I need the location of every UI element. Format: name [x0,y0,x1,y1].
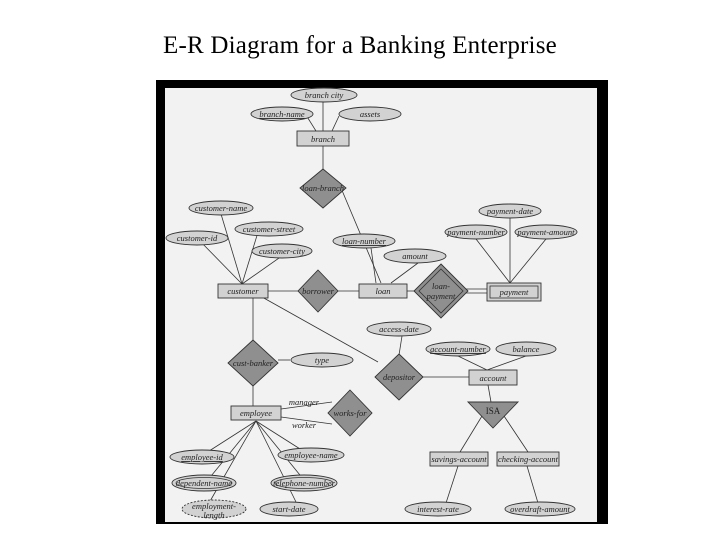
attr-employee-name: employee-name [277,447,345,463]
svg-text:ISA: ISA [486,406,501,416]
svg-text:overdraft-amount: overdraft-amount [510,504,570,514]
attr-payment-date: payment-date [478,203,542,219]
diagram-paper [165,88,597,522]
attr-overdraft-amount: overdraft-amount [504,501,576,517]
entity-branch: branch [296,130,350,147]
rel-loan-branch: loan-branch [299,168,347,209]
attr-customer-street: customer-street [234,221,304,237]
svg-text:payment-number: payment-number [446,227,505,237]
slide-title: E-R Diagram for a Banking Enterprise [163,32,557,59]
er-diagram: branch city branch-name assets branch lo… [165,87,597,522]
rel-cust-banker: cust-banker [227,339,279,387]
attr-amount: amount [383,248,447,264]
svg-text:customer-street: customer-street [243,224,296,234]
entity-customer: customer [217,283,269,299]
svg-text:checking-account: checking-account [498,454,559,464]
attr-branch-name: branch-name [250,106,314,122]
svg-text:employee: employee [240,408,272,418]
entity-payment: payment [486,282,542,302]
svg-text:works-for: works-for [333,408,367,418]
rel-borrower: borrower [297,269,339,313]
attr-customer-name: customer-name [188,200,254,216]
attr-employee-id: employee-id [169,449,235,465]
svg-text:telephone-number: telephone-number [273,478,336,488]
svg-text:borrower: borrower [302,286,334,296]
svg-text:account-number: account-number [430,344,486,354]
attr-account-number: account-number [425,341,491,357]
entity-savings-account: savings-account [429,451,489,467]
svg-text:loan: loan [375,286,390,296]
svg-text:payment-amount: payment-amount [516,227,575,237]
rel-loan-payment: loan- payment [413,263,469,319]
svg-text:payment: payment [426,291,456,301]
svg-text:account: account [480,373,508,383]
svg-text:dependent-name: dependent-name [176,478,232,488]
svg-text:access-date: access-date [379,324,419,334]
svg-text:customer-city: customer-city [259,246,305,256]
attr-interest-rate: interest-rate [404,501,472,517]
svg-text:amount: amount [402,251,428,261]
svg-text:interest-rate: interest-rate [417,504,459,514]
attr-customer-id: customer-id [165,230,229,246]
diagram-frame: branch city branch-name assets branch lo… [156,80,608,524]
attr-telephone-number: telephone-number [270,474,338,492]
attr-branch-city: branch city [290,87,358,103]
rel-works-for: works-for [327,389,373,437]
svg-text:customer-id: customer-id [177,233,218,243]
svg-text:employment-: employment- [192,501,236,511]
entity-account: account [468,369,518,386]
attr-customer-city: customer-city [251,243,313,259]
svg-text:branch: branch [311,134,335,144]
attr-employment-length: employment- length [181,499,247,520]
attr-assets: assets [338,106,402,122]
svg-text:assets: assets [360,109,381,119]
entity-employee: employee [230,405,282,421]
attr-type: type [290,352,354,368]
svg-text:loan-: loan- [432,281,450,291]
svg-text:length: length [203,510,224,520]
entity-checking-account: checking-account [496,451,560,467]
svg-text:branch city: branch city [305,90,344,100]
svg-text:payment-date: payment-date [486,206,533,216]
attr-dependent-name: dependent-name [171,474,237,492]
role-worker: worker [292,420,317,430]
svg-text:customer-name: customer-name [195,203,247,213]
attr-access-date: access-date [366,321,432,337]
svg-text:type: type [315,355,329,365]
attr-start-date: start-date [259,501,319,517]
svg-text:loan-branch: loan-branch [302,183,344,193]
svg-text:customer: customer [227,286,259,296]
entity-loan: loan [358,283,408,299]
role-manager: manager [289,397,320,407]
svg-text:payment: payment [499,287,529,297]
svg-text:start-date: start-date [272,504,305,514]
svg-text:depositor: depositor [383,372,416,382]
svg-text:cust-banker: cust-banker [233,358,274,368]
attr-loan-number: loan-number [332,233,396,249]
attr-payment-number: payment-number [444,224,508,240]
rel-depositor: depositor [374,353,424,401]
svg-text:branch-name: branch-name [259,109,305,119]
attr-balance: balance [495,341,557,357]
svg-text:savings-account: savings-account [431,454,487,464]
svg-text:employee-id: employee-id [181,452,223,462]
attr-payment-amount: payment-amount [514,224,578,240]
svg-text:employee-name: employee-name [284,450,338,460]
svg-text:balance: balance [513,344,540,354]
svg-text:loan-number: loan-number [342,236,387,246]
rel-isa: ISA [466,401,520,429]
